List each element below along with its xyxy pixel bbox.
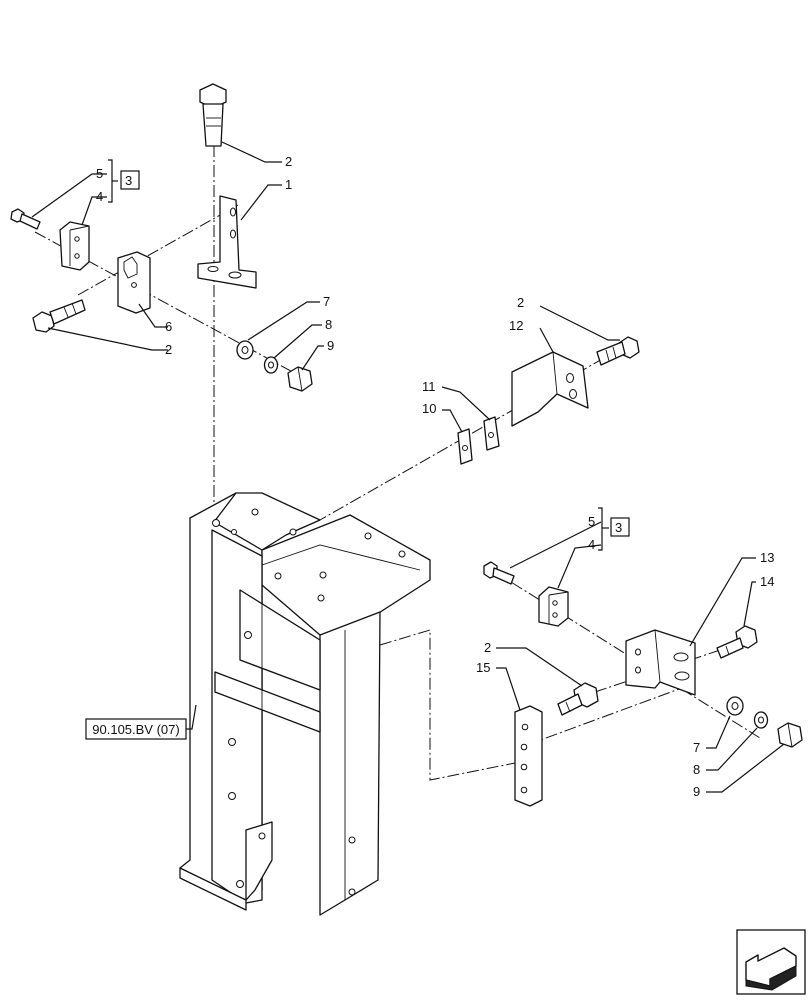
bracket-part-1 <box>197 195 257 289</box>
shim-part-11 <box>483 416 500 451</box>
bolt-part-2-right <box>596 336 640 366</box>
nut-part-9-lower <box>777 722 803 748</box>
callout-8: 8 <box>325 317 332 332</box>
lockwasher-part-8-lower <box>753 711 769 729</box>
block-part-4-lower <box>538 586 569 627</box>
callout-8: 8 <box>693 762 700 777</box>
plate-part-15 <box>514 705 543 807</box>
callout-5: 5 <box>588 514 595 529</box>
callout-7: 7 <box>323 294 330 309</box>
callout-11: 11 <box>422 379 436 394</box>
callout-9: 9 <box>693 784 700 799</box>
callout-3: 3 <box>125 173 132 188</box>
bolt-part-5-upper <box>10 208 41 230</box>
callout-2: 2 <box>165 342 172 357</box>
callout-labels: 2 1 5 4 3 6 2 7 8 9 2 12 11 10 5 3 4 13 … <box>96 154 774 799</box>
frame-assembly <box>179 492 431 916</box>
washer-part-7-upper <box>236 340 254 360</box>
callout-2: 2 <box>484 640 491 655</box>
bolt-part-2-left <box>32 299 86 333</box>
callout-9: 9 <box>327 338 334 353</box>
washer-part-7-lower <box>726 696 744 716</box>
callout-3: 3 <box>615 520 622 535</box>
callout-4: 4 <box>588 537 595 552</box>
leader-lines <box>31 141 785 793</box>
callout-6: 6 <box>165 319 172 334</box>
callout-4: 4 <box>96 189 103 204</box>
reference-box: 90.105.BV (07) <box>85 718 187 740</box>
bracket-part-12 <box>511 351 589 427</box>
callout-7: 7 <box>693 740 700 755</box>
callout-1: 1 <box>285 177 292 192</box>
shim-part-10 <box>457 428 473 465</box>
arrow-nav-icon[interactable] <box>736 929 806 995</box>
callout-14: 14 <box>760 574 774 589</box>
nut-part-9-upper <box>287 366 313 392</box>
callout-15: 15 <box>476 660 490 675</box>
callout-2: 2 <box>517 295 524 310</box>
bolt-part-2-lower <box>557 682 599 716</box>
bolt-part-2-top <box>199 83 227 147</box>
callout-10: 10 <box>422 401 436 416</box>
callout-2: 2 <box>285 154 292 169</box>
callout-13: 13 <box>760 550 774 565</box>
bolt-part-5-lower <box>483 561 515 585</box>
plate-part-6 <box>117 251 151 314</box>
lockwasher-part-8-upper <box>263 356 279 374</box>
callout-12: 12 <box>509 318 523 333</box>
block-part-4-upper <box>59 221 90 271</box>
bracket-part-13 <box>625 629 696 696</box>
bolt-part-14 <box>716 625 758 659</box>
group-bracket-upper <box>108 159 140 203</box>
callout-5: 5 <box>96 166 103 181</box>
group-bracket-lower <box>598 507 630 551</box>
reference-label: 90.105.BV (07) <box>92 722 179 737</box>
